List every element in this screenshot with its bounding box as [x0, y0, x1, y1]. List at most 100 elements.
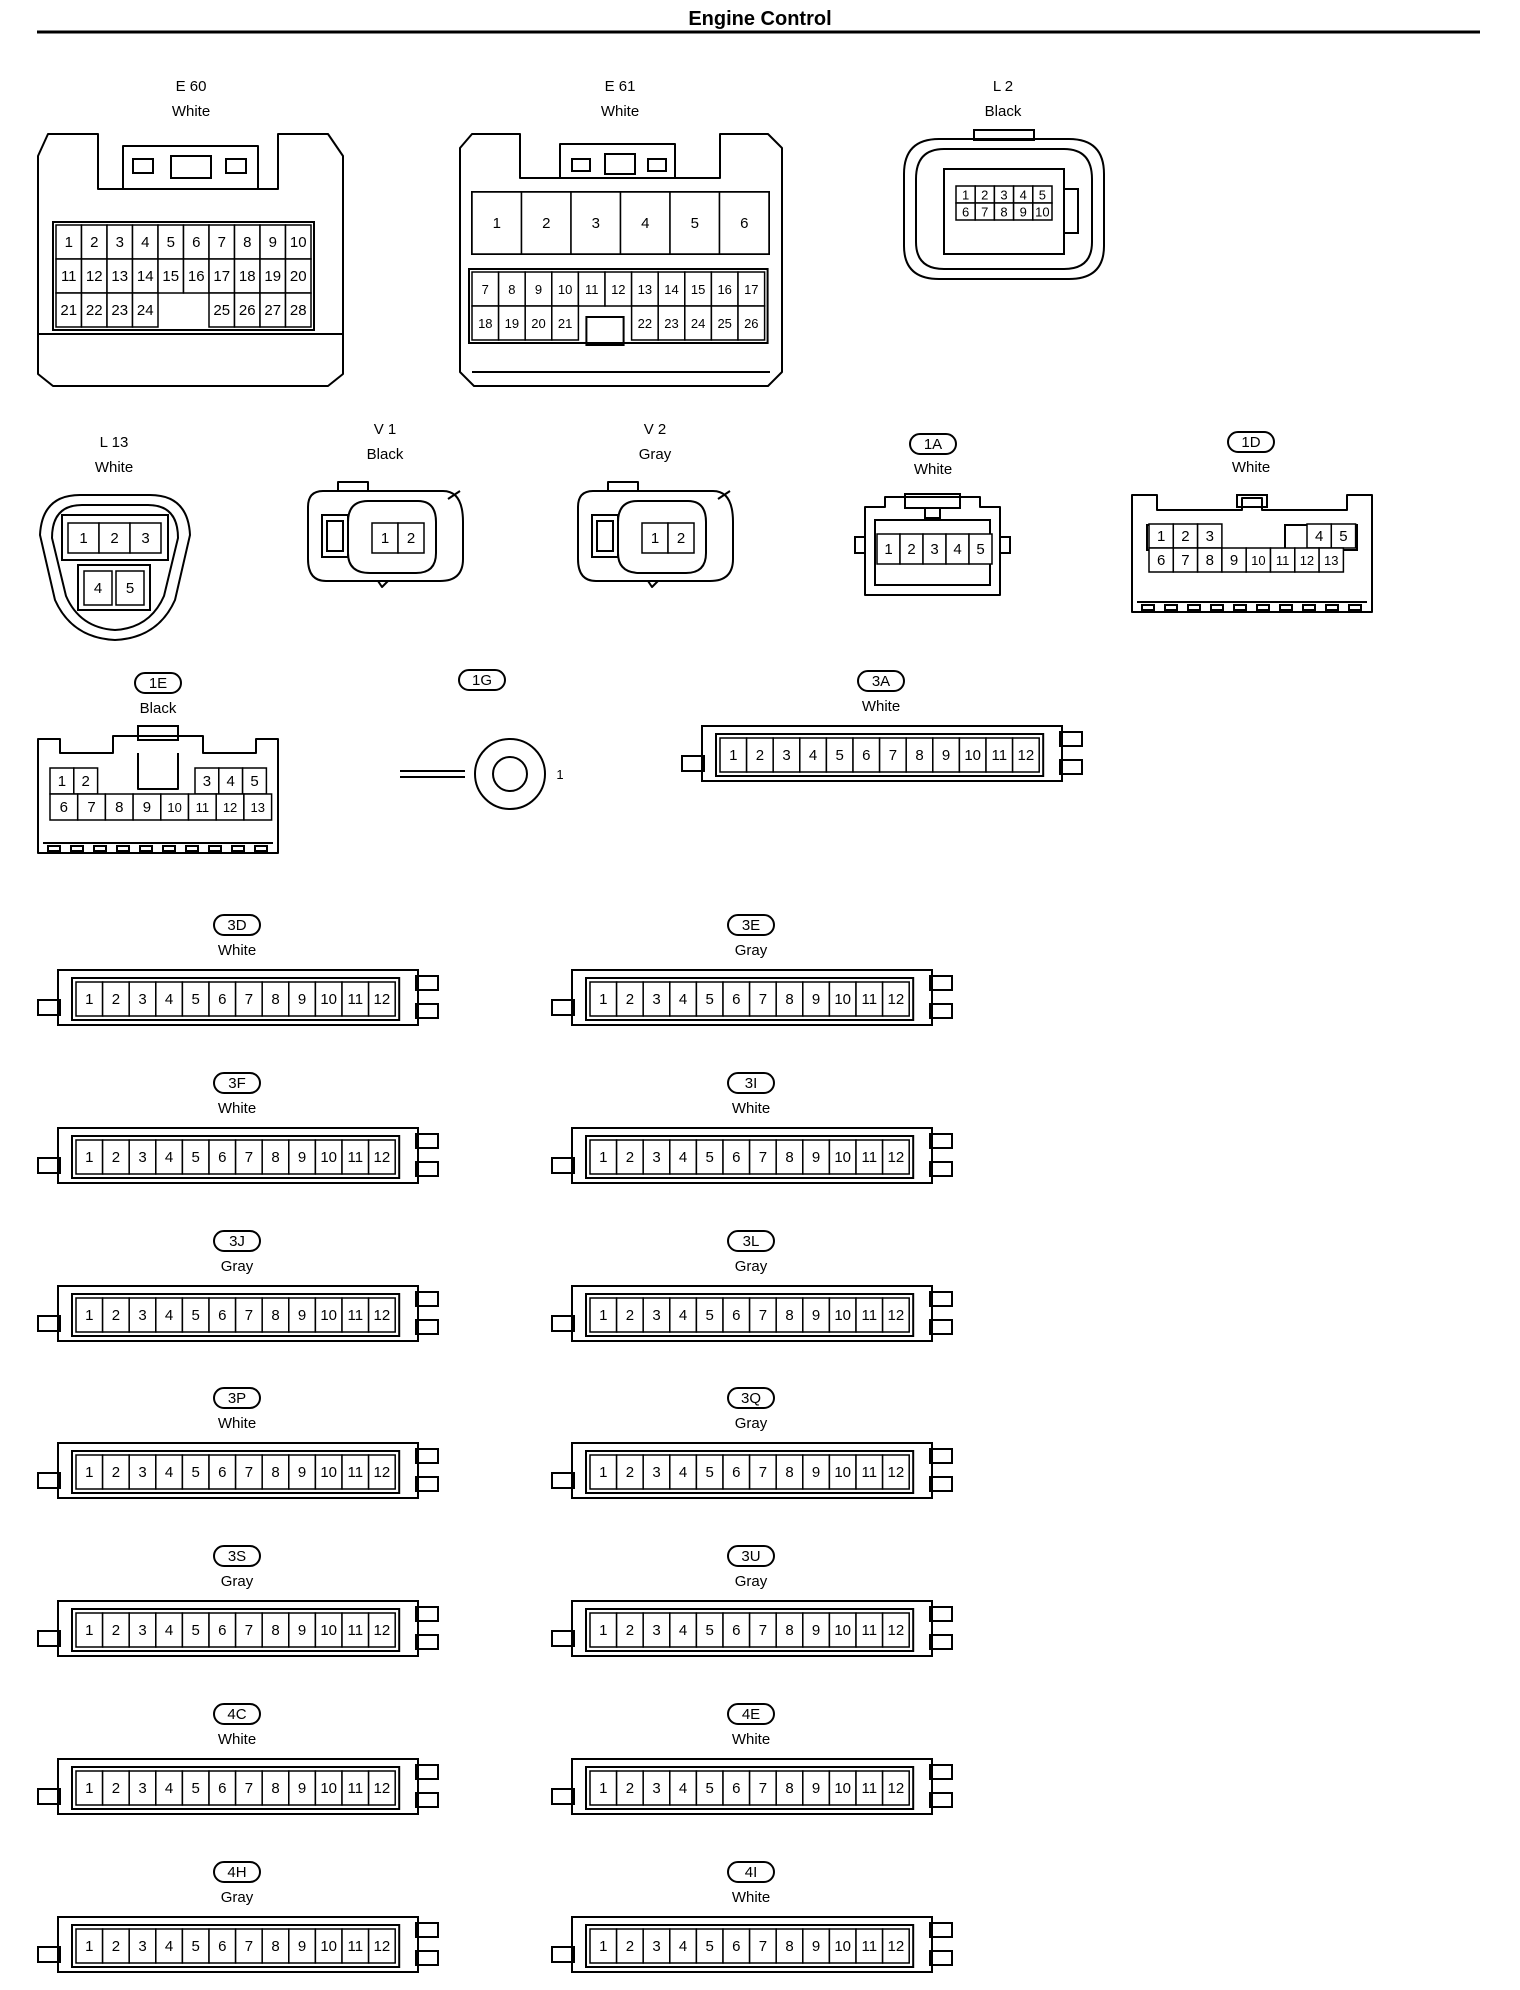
lock-tab — [137, 725, 179, 741]
pin-cell — [261, 1454, 290, 1490]
end-tab — [37, 1946, 61, 1963]
pin-cell — [234, 1770, 263, 1806]
pin-label: 5 — [192, 991, 200, 1008]
pin-label: 23 — [664, 316, 678, 331]
pin-notch — [208, 845, 222, 852]
connector-code-badge — [134, 672, 182, 694]
pin-label: 3 — [141, 530, 149, 547]
pin-cell — [215, 793, 245, 821]
pin-label: 10 — [320, 1938, 337, 1955]
pin-grid-frame — [71, 1766, 401, 1810]
pin-label: 12 — [374, 1938, 391, 1955]
lock-tab — [973, 129, 1035, 141]
pin-cell — [341, 981, 370, 1017]
lock-tab — [137, 753, 179, 790]
pin-label: 1 — [79, 530, 87, 547]
pin-cell — [181, 1928, 210, 1964]
pin-label: 1 — [884, 541, 892, 558]
pin-cell — [233, 258, 261, 294]
pin-label: 27 — [264, 302, 281, 319]
pin-cell — [132, 793, 162, 821]
housing-outline — [459, 133, 783, 387]
pin-label: 5 — [192, 1149, 200, 1166]
pin-label: 10 — [320, 1464, 337, 1481]
pin-label: 3 — [138, 1622, 146, 1639]
connector-color: White — [218, 1100, 256, 1117]
end-tab — [37, 1315, 61, 1332]
pin-label: 7 — [87, 799, 95, 816]
pin-label: 6 — [60, 799, 68, 816]
pin-cell — [76, 793, 107, 821]
connector-color: Gray — [735, 942, 768, 959]
pin-label: 9 — [812, 1780, 820, 1797]
pin-cell — [722, 1139, 751, 1175]
pin-label: 7 — [759, 1149, 767, 1166]
pin-label: 1 — [599, 1149, 607, 1166]
pin-grid-frame — [585, 1608, 915, 1652]
pin-cell — [259, 258, 287, 294]
pin-grid-frame — [585, 1766, 915, 1810]
pin-label: 28 — [290, 302, 307, 319]
pin-label: 9 — [1230, 552, 1238, 569]
pin-label: 8 — [271, 1307, 279, 1324]
pin-label: 8 — [785, 1938, 793, 1955]
pin-label: 11 — [992, 747, 1008, 764]
pin-label: 12 — [86, 268, 103, 285]
pin-cell — [669, 1612, 698, 1648]
housing-outline — [57, 1916, 419, 1973]
pin-label: 3 — [652, 1149, 660, 1166]
pin-label: 6 — [732, 1464, 740, 1481]
pin-cell — [695, 1770, 724, 1806]
connector-code: 3Q — [741, 1390, 761, 1407]
pin-label: 26 — [744, 316, 758, 331]
connector-color: Black — [985, 103, 1022, 120]
pin-label: 11 — [862, 1464, 878, 1481]
pin-label: 4 — [679, 1149, 687, 1166]
connector-code-badge — [213, 914, 261, 936]
connector-code-badge — [213, 1072, 261, 1094]
pin-label: 23 — [111, 302, 128, 319]
pin-label: 5 — [250, 773, 258, 790]
pin-label: 3 — [652, 1622, 660, 1639]
pin-label: 8 — [785, 1780, 793, 1797]
pin-label: 3 — [930, 541, 938, 558]
pin-label: 3 — [203, 773, 211, 790]
pin-cell — [828, 1297, 857, 1333]
pin-label: 6 — [732, 1938, 740, 1955]
pin-label: 4 — [165, 1780, 173, 1797]
pin-cell — [155, 1928, 184, 1964]
pin-cell — [128, 981, 157, 1017]
pin-label: 10 — [320, 1622, 337, 1639]
pin-label: 21 — [558, 316, 572, 331]
pin-cell — [615, 1612, 644, 1648]
pin-label: 11 — [196, 800, 210, 815]
connector-code: L 2 — [993, 78, 1013, 95]
pin-label: 3 — [138, 1149, 146, 1166]
pin-label: 3 — [652, 1307, 660, 1324]
pin-label: 13 — [638, 282, 652, 297]
pin-cell — [234, 1454, 263, 1490]
lock-tab — [604, 153, 636, 175]
pin-cell — [181, 981, 210, 1017]
pin-cell — [155, 1612, 184, 1648]
end-tab — [415, 1634, 439, 1650]
housing-outline — [571, 1758, 933, 1815]
pin-cell — [471, 305, 500, 341]
pin-label: 5 — [706, 1307, 714, 1324]
pin-label: 15 — [691, 282, 705, 297]
pin-label: 8 — [271, 1464, 279, 1481]
end-tab — [929, 1634, 953, 1650]
housing-outline — [57, 1600, 419, 1657]
pin-cell — [855, 1297, 884, 1333]
pin-notch — [1256, 604, 1270, 611]
pin-cell — [589, 981, 618, 1017]
pin-label: 1 — [85, 1622, 93, 1639]
pin-label: 9 — [269, 234, 277, 251]
